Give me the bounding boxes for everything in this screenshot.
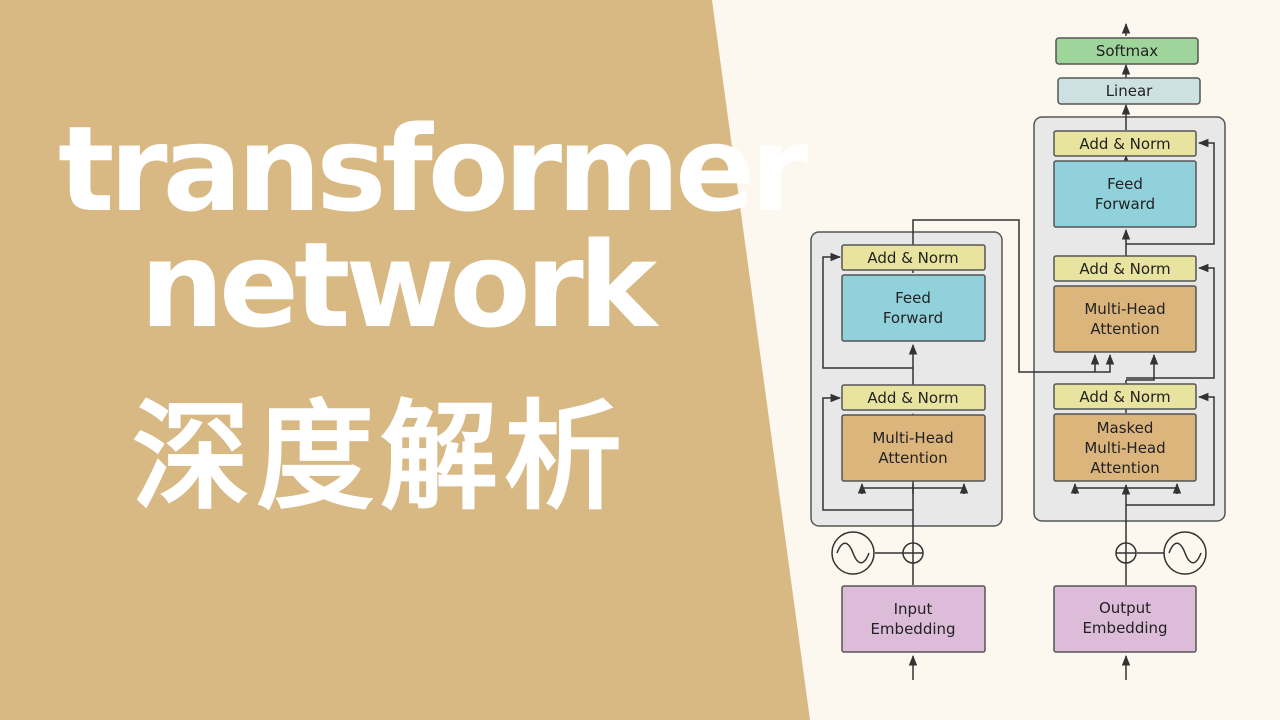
encoder-multi-head-attention: Multi-Head Attention [841,414,986,482]
softmax-block: Softmax [1055,37,1199,65]
input-embedding: Input Embedding [841,585,986,653]
svg-text:Multi-Head: Multi-Head [1084,300,1165,318]
decoder-feed-forward: Feed Forward [1053,160,1197,228]
decoder-add-norm-mid: Add & Norm [1053,255,1197,282]
svg-text:Multi-Head: Multi-Head [872,429,953,447]
svg-text:Attention: Attention [878,449,947,467]
encoder-feed-forward: Feed Forward [841,274,986,342]
svg-text:Add & Norm: Add & Norm [1079,135,1170,153]
svg-text:Add & Norm: Add & Norm [867,249,958,267]
svg-text:Masked: Masked [1097,419,1154,437]
svg-text:Input: Input [894,600,933,618]
svg-text:Multi-Head: Multi-Head [1084,439,1165,457]
linear-block: Linear [1057,77,1201,105]
tan-panel [0,0,810,720]
title-line-2: network [140,216,657,354]
svg-text:Linear: Linear [1106,82,1153,100]
title-line-3: 深度解析 [132,388,629,526]
svg-text:Attention: Attention [1090,320,1159,338]
decoder-masked-attention: Masked Multi-Head Attention [1053,413,1197,482]
svg-text:Feed: Feed [1107,175,1143,193]
output-embedding: Output Embedding [1053,585,1197,653]
positional-encoding-icon [831,531,1207,575]
svg-text:Embedding: Embedding [1082,619,1167,637]
encoder-add-norm-top: Add & Norm [841,244,986,271]
svg-text:Output: Output [1099,599,1151,617]
decoder-add-norm-bottom: Add & Norm [1053,383,1197,410]
decoder-multi-head-attention: Multi-Head Attention [1053,285,1197,353]
svg-text:Add & Norm: Add & Norm [1079,388,1170,406]
decoder-add-norm-top: Add & Norm [1053,130,1197,157]
svg-text:Feed: Feed [895,289,931,307]
svg-text:Attention: Attention [1090,459,1159,477]
svg-text:Forward: Forward [883,309,943,327]
svg-text:Add & Norm: Add & Norm [867,389,958,407]
svg-text:Forward: Forward [1095,195,1155,213]
title-line-1: transformer [58,100,808,238]
svg-text:Add & Norm: Add & Norm [1079,260,1170,278]
svg-text:Softmax: Softmax [1096,42,1158,60]
svg-text:Embedding: Embedding [870,620,955,638]
encoder-add-norm-bottom: Add & Norm [841,384,986,411]
